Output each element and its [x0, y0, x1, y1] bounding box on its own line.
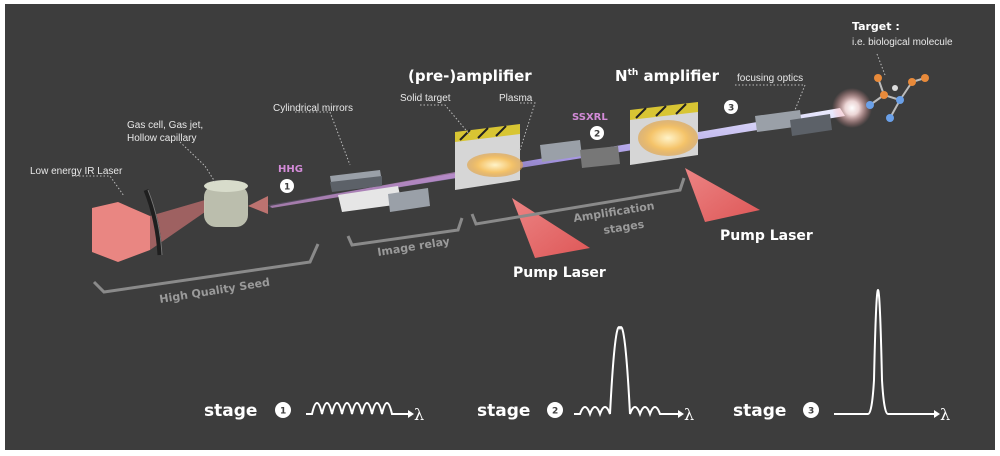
label-gas-cell-2: Hollow capillary — [127, 133, 196, 144]
stage-1-badge — [275, 402, 291, 418]
label-pre-amplifier: (pre-)amplifier — [408, 67, 532, 85]
ssxrl-label: SSXRL — [572, 112, 608, 123]
diagram-canvas: HHG 1 SSXRL 2 3 Low energy IR Laser Gas … — [5, 4, 995, 450]
nth-amplifier-block — [630, 102, 698, 165]
diagram-svg: HHG 1 SSXRL 2 3 Low energy IR Laser Gas … — [30, 20, 953, 424]
pump-laser-beam-1 — [512, 198, 590, 258]
gas-cell-icon — [204, 180, 248, 227]
label-gas-cell-1: Gas cell, Gas jet, — [127, 120, 203, 131]
stage-1-num: 1 — [280, 407, 286, 417]
label-image-relay: Image relay — [376, 235, 450, 259]
stage-2-word: stage — [477, 401, 530, 421]
stage-2-lambda: λ — [684, 405, 694, 424]
pump-laser-beam-2 — [685, 168, 760, 222]
label-target: Target : — [852, 20, 900, 33]
stage-1-word: stage — [204, 401, 257, 421]
stage-2-plot: stage 2 λ — [477, 326, 694, 424]
badge-2 — [590, 126, 604, 140]
label-cylindrical-mirrors: Cylindrical mirrors — [273, 103, 353, 114]
solid-target-icon — [455, 124, 523, 190]
label-plasma: Plasma — [499, 93, 533, 104]
label-target-sub: i.e. biological molecule — [852, 37, 953, 48]
label-focusing-optics: focusing optics — [737, 73, 803, 84]
stage-3-word: stage — [733, 401, 786, 421]
ir-laser-icon — [92, 189, 205, 262]
hhg-label: HHG — [278, 164, 303, 175]
label-amplification-2: stages — [602, 218, 645, 237]
badge-3-num: 3 — [728, 104, 734, 114]
molecule-icon — [866, 74, 929, 122]
stage-2-num: 2 — [552, 407, 558, 417]
stage-1-lambda: λ — [414, 405, 424, 424]
badge-3 — [724, 100, 738, 114]
badge-1 — [280, 179, 294, 193]
label-pump-laser-1: Pump Laser — [513, 265, 606, 281]
focus-glow — [832, 88, 872, 128]
badge-1-num: 1 — [284, 183, 290, 193]
label-low-energy-ir: Low energy IR Laser — [30, 166, 123, 177]
stage-1-plot: stage 1 λ — [204, 401, 424, 424]
label-nth-amplifier: Nth amplifier — [615, 67, 720, 85]
label-pump-laser-2: Pump Laser — [720, 228, 813, 244]
stage-3-badge — [803, 402, 819, 418]
label-solid-target: Solid target — [400, 93, 451, 104]
badge-2-num: 2 — [594, 130, 600, 140]
stage-3-lambda: λ — [940, 405, 950, 424]
mirror-icon — [330, 170, 430, 212]
stage-3-plot: stage 3 λ — [733, 288, 950, 424]
stage-3-num: 3 — [808, 407, 814, 417]
stage-2-badge — [547, 402, 563, 418]
